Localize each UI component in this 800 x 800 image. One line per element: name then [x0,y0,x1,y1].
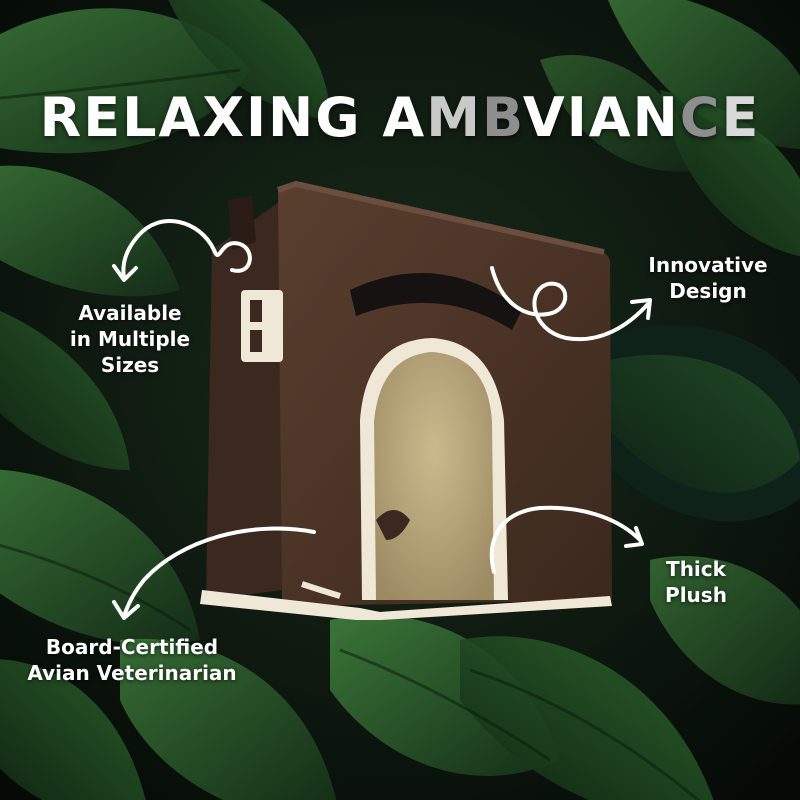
callout-line: Avian Veterinarian [27,661,237,685]
curly-arrow-icon [489,505,644,574]
callout-sizes: Available in Multiple Sizes [40,300,220,378]
headline-word-1: RELAXING [39,86,362,149]
callout-line: Sizes [100,353,160,377]
headline-word-2-part: M [426,86,482,149]
bird-tent-product [200,180,612,620]
callout-line: Thick [666,557,726,581]
headline-word-2-part: VIAN [522,86,680,149]
callout-line: Design [669,279,747,303]
headline-word-2-part: E [721,86,761,149]
swirl-arrow-icon [490,266,652,342]
callout-line: Plush [665,583,727,607]
callout-line: Board-Certified [45,635,219,659]
headline-word-2-part: A [382,86,427,149]
headline: RELAXING AMBVIANCE [0,86,800,149]
curly-arrow-icon [112,526,316,620]
callout-thick-plush: Thick Plush [626,556,766,608]
callout-line: Available [78,301,182,325]
headline-word-2-part: C [679,86,722,149]
callout-veterinarian: Board-Certified Avian Veterinarian [2,634,262,686]
callout-line: in Multiple [69,327,191,351]
callout-line: Innovative [648,253,768,277]
callout-innovative-design: Innovative Design [628,252,788,304]
curly-arrow-icon [112,219,252,282]
headline-word-2-part: B [481,86,523,149]
